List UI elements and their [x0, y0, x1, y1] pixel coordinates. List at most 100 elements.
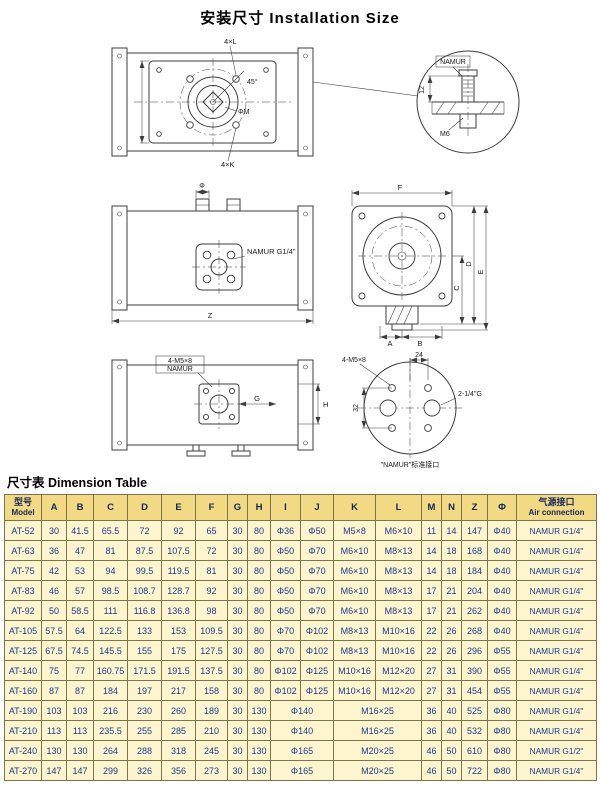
value-cell: Φ40 [487, 600, 517, 621]
dim-label-f: F [398, 183, 403, 192]
value-cell: 27 [421, 680, 442, 701]
value-cell: Φ102 [270, 680, 301, 701]
value-cell: 103 [41, 700, 67, 721]
value-cell: 26 [441, 620, 462, 641]
column-header: C [93, 494, 128, 521]
value-cell: 103 [66, 700, 94, 721]
value-cell: Φ165 [270, 740, 334, 761]
value-cell: 133 [127, 620, 162, 641]
value-cell: 65.5 [93, 520, 128, 541]
value-cell: 58.5 [66, 600, 94, 621]
ports-label: 2-1/4"G [458, 391, 482, 398]
value-cell: 21 [441, 600, 462, 621]
value-cell: 30 [227, 680, 248, 701]
value-cell: 532 [461, 720, 488, 741]
value-cell: 87 [66, 680, 94, 701]
value-cell: 108.7 [127, 580, 162, 601]
value-cell: 50 [441, 760, 462, 781]
value-cell: Φ55 [487, 680, 517, 701]
dim-label-d: D [464, 261, 473, 267]
value-cell: M10×16 [375, 620, 422, 641]
value-cell: 722 [461, 760, 488, 781]
value-cell: 268 [461, 620, 488, 641]
value-cell: Φ50 [300, 520, 334, 541]
column-header: B [66, 494, 94, 521]
value-cell: 65 [195, 520, 228, 541]
top-view-drawing: 4×L 45° ΦM 4×K [111, 37, 314, 169]
value-cell: 130 [247, 760, 271, 781]
value-cell: Φ70 [270, 620, 301, 641]
value-cell: M6×10 [333, 540, 376, 561]
value-cell: 356 [161, 760, 196, 781]
value-cell: 41.5 [66, 520, 94, 541]
value-cell: Φ165 [270, 760, 334, 781]
value-cell: 80 [247, 540, 271, 561]
screws-label-line2: NAMUR [167, 366, 193, 373]
value-cell: NAMUR G1/4" [516, 560, 597, 581]
front-view-drawing: Φ NAMUR G1/4" Z [111, 183, 314, 324]
value-cell: 210 [195, 720, 228, 741]
value-cell: NAMUR G1/4" [516, 720, 597, 741]
value-cell: Φ50 [270, 580, 301, 601]
value-cell: 40 [441, 720, 462, 741]
dim-label-45deg: 45° [247, 78, 258, 86]
value-cell: 46 [421, 740, 442, 761]
column-header: Z [461, 494, 488, 521]
value-cell: 184 [93, 680, 128, 701]
value-cell: 80 [247, 680, 271, 701]
value-cell: 184 [461, 560, 488, 581]
value-cell: Φ40 [487, 520, 517, 541]
value-cell: 30 [227, 700, 248, 721]
value-cell: 264 [93, 740, 128, 761]
value-cell: 147 [66, 760, 94, 781]
column-header: F [195, 494, 228, 521]
dim-label-4xk: 4×K [221, 160, 235, 169]
value-cell: 80 [247, 560, 271, 581]
value-cell: 30 [227, 600, 248, 621]
value-cell: 30 [227, 640, 248, 661]
value-cell: 72 [195, 540, 228, 561]
value-cell: M5×8 [333, 520, 376, 541]
value-cell: 136.8 [161, 600, 196, 621]
value-cell: 30 [41, 520, 67, 541]
dim-label-m6: M6 [440, 131, 450, 138]
bottom-view-drawing: 4-M5×8 NAMUR G H [111, 355, 328, 457]
value-cell: 30 [227, 660, 248, 681]
value-cell: 216 [93, 700, 128, 721]
value-cell: M20×25 [333, 760, 422, 781]
column-header: H [247, 494, 271, 521]
interface-detail-drawing: 4-M5×8 24 32 2-1/4"G "NAMUR"标准接口 [342, 352, 482, 469]
value-cell: M16×25 [333, 700, 422, 721]
value-cell: 119.5 [161, 560, 196, 581]
value-cell: Φ40 [487, 540, 517, 561]
value-cell: 128.7 [161, 580, 196, 601]
dim-label-b: B [417, 339, 422, 348]
value-cell: 57.5 [41, 620, 67, 641]
dim-label-g: G [254, 394, 260, 403]
installation-drawings: 4×L 45° ΦM 4×K NAMUR 12 M6 [111, 37, 520, 469]
value-cell: 77 [66, 660, 94, 681]
value-cell: 130 [247, 740, 271, 761]
value-cell: 26 [441, 640, 462, 661]
value-cell: Φ80 [487, 740, 517, 761]
value-cell: 72 [127, 520, 162, 541]
value-cell: M8×13 [333, 620, 376, 641]
namur-box-label: NAMUR [440, 59, 466, 66]
value-cell: 81 [93, 540, 128, 561]
value-cell: 113 [66, 720, 94, 741]
value-cell: 147 [461, 520, 488, 541]
value-cell: 22 [421, 620, 442, 641]
value-cell: 27 [421, 660, 442, 681]
value-cell: 87.5 [127, 540, 162, 561]
value-cell: 81 [195, 560, 228, 581]
value-cell: 75 [41, 660, 67, 681]
value-cell: 14 [421, 540, 442, 561]
value-cell: 610 [461, 740, 488, 761]
